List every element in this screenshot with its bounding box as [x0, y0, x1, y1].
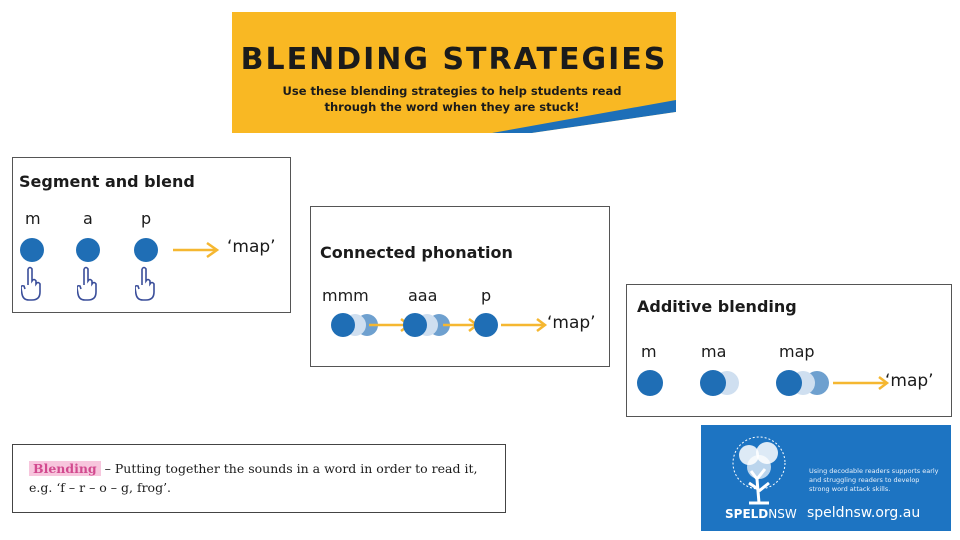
speld-brand-bold: SPELD — [725, 507, 769, 521]
segment-letter-m: m — [25, 209, 41, 228]
segment-card-title: Segment and blend — [19, 172, 195, 191]
sound-dot — [20, 238, 44, 262]
segment-result-word: ‘map’ — [227, 237, 276, 257]
additive-result-word: ‘map’ — [885, 371, 934, 391]
banner-stripe-decoration — [492, 100, 676, 133]
banner-title: BLENDING STRATEGIES — [240, 42, 668, 77]
pointing-hand-icon — [77, 266, 97, 301]
definition-example: e.g. ‘f – r – o – g, frog’. — [29, 480, 172, 495]
connected-letter-p: p — [481, 286, 492, 305]
title-banner: BLENDING STRATEGIES Use these blending s… — [232, 12, 676, 133]
connected-card-title: Connected phonation — [320, 243, 513, 262]
banner-subtitle-line2: through the word when they are stuck! — [324, 100, 580, 114]
banner-subtitle-line1: Use these blending strategies to help st… — [282, 84, 622, 98]
speld-url-link[interactable]: speldnsw.org.au — [807, 505, 921, 521]
additive-letter-m: m — [641, 342, 657, 361]
speld-brand: SPELDNSW — [725, 507, 797, 521]
additive-blending-card: Additive blending m ma map ‘map’ — [626, 284, 952, 417]
banner-subtitle: Use these blending strategies to help st… — [262, 83, 642, 115]
definition-text: Blending – Putting together the sounds i… — [29, 459, 499, 497]
arrow-right-icon — [173, 241, 220, 259]
segment-and-blend-card: Segment and blend m a p ‘map’ — [12, 157, 291, 313]
speld-brand-rest: NSW — [768, 507, 797, 521]
definition-term: Blending — [29, 461, 101, 476]
speld-blurb: Using decodable readers supports early a… — [809, 467, 939, 493]
speld-nsw-panel: Using decodable readers supports early a… — [701, 425, 951, 531]
connected-letter-mmm: mmm — [322, 286, 369, 305]
additive-card-title: Additive blending — [637, 297, 797, 316]
pointing-hand-icon — [135, 266, 155, 301]
connected-phonation-card: Connected phonation mmm aaa p ‘map’ — [310, 206, 610, 367]
definition-body: – Putting together the sounds in a word … — [100, 461, 478, 476]
sound-dot — [134, 238, 158, 262]
connected-result-word: ‘map’ — [547, 313, 596, 333]
tree-logo-icon — [732, 436, 786, 505]
pointing-hand-icon — [21, 266, 41, 301]
additive-letter-ma: ma — [701, 342, 727, 361]
connected-sound-chain — [331, 313, 548, 337]
segment-letter-a: a — [83, 209, 93, 228]
sound-dot — [76, 238, 100, 262]
definition-box: Blending – Putting together the sounds i… — [12, 444, 506, 513]
additive-sound-chain — [637, 370, 890, 396]
additive-letter-map: map — [779, 342, 815, 361]
connected-letter-aaa: aaa — [408, 286, 438, 305]
segment-letter-p: p — [141, 209, 152, 228]
